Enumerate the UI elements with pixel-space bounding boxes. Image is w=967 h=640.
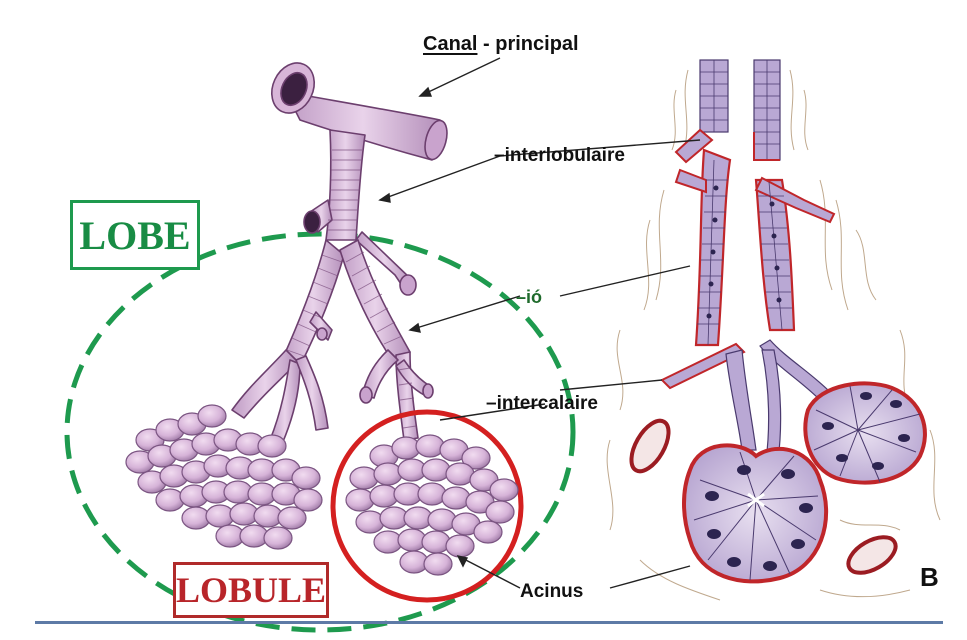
label-principal: - principal	[477, 33, 579, 55]
panel-letter: B	[920, 562, 939, 592]
lobule-box: LOBULE	[173, 562, 329, 618]
intralobular-duct	[674, 148, 836, 347]
vessel-left	[629, 418, 671, 474]
label-acinus: Acinus	[520, 581, 584, 602]
leader-lines	[378, 57, 701, 589]
lobe-box: LOBE	[70, 200, 200, 270]
duct-rings	[286, 149, 417, 429]
acinus-large	[682, 443, 829, 584]
vessel-right	[846, 535, 898, 575]
label-interlobulaire: –interlobulaire	[494, 145, 625, 166]
label-intercalaire: –intercalaire	[486, 393, 598, 414]
label-io: –ió	[516, 287, 543, 307]
lobule-outline	[330, 409, 524, 603]
label-canal-principal: Canal - principal	[423, 33, 579, 56]
label-canal-word: Canal	[423, 33, 478, 55]
intercalated-duct	[660, 339, 831, 461]
interlobular-duct	[674, 59, 781, 164]
lobe-outline	[64, 231, 576, 633]
bottom-divider	[35, 621, 943, 624]
grape-cluster-right	[345, 434, 519, 576]
grape-cluster-left	[125, 404, 323, 550]
duct-tree	[231, 62, 448, 445]
acinus-small	[803, 381, 927, 485]
histology-panel	[606, 59, 941, 601]
